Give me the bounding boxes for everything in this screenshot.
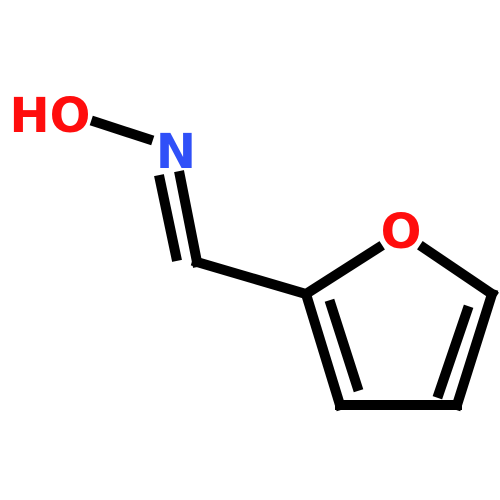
atom-label-nitrogen: N (156, 124, 196, 180)
bond-o-n (89, 115, 155, 146)
bond-c3-c2 (299, 287, 347, 412)
bond-c2-o1 (299, 241, 385, 301)
bond-o1-c5 (417, 241, 499, 301)
bond-c5-c4-inner (432, 304, 474, 400)
atom-label-hydroxyl: HO (10, 88, 91, 144)
atom-label-ring-oxygen: O (381, 204, 422, 260)
bond-ch-c2 (190, 255, 313, 301)
bond-c3-c2-inner (324, 298, 364, 393)
bond-n-c-double-outer (174, 170, 203, 268)
bond-c5-c4 (450, 287, 499, 412)
bond-n-c-double-inner (154, 174, 182, 262)
